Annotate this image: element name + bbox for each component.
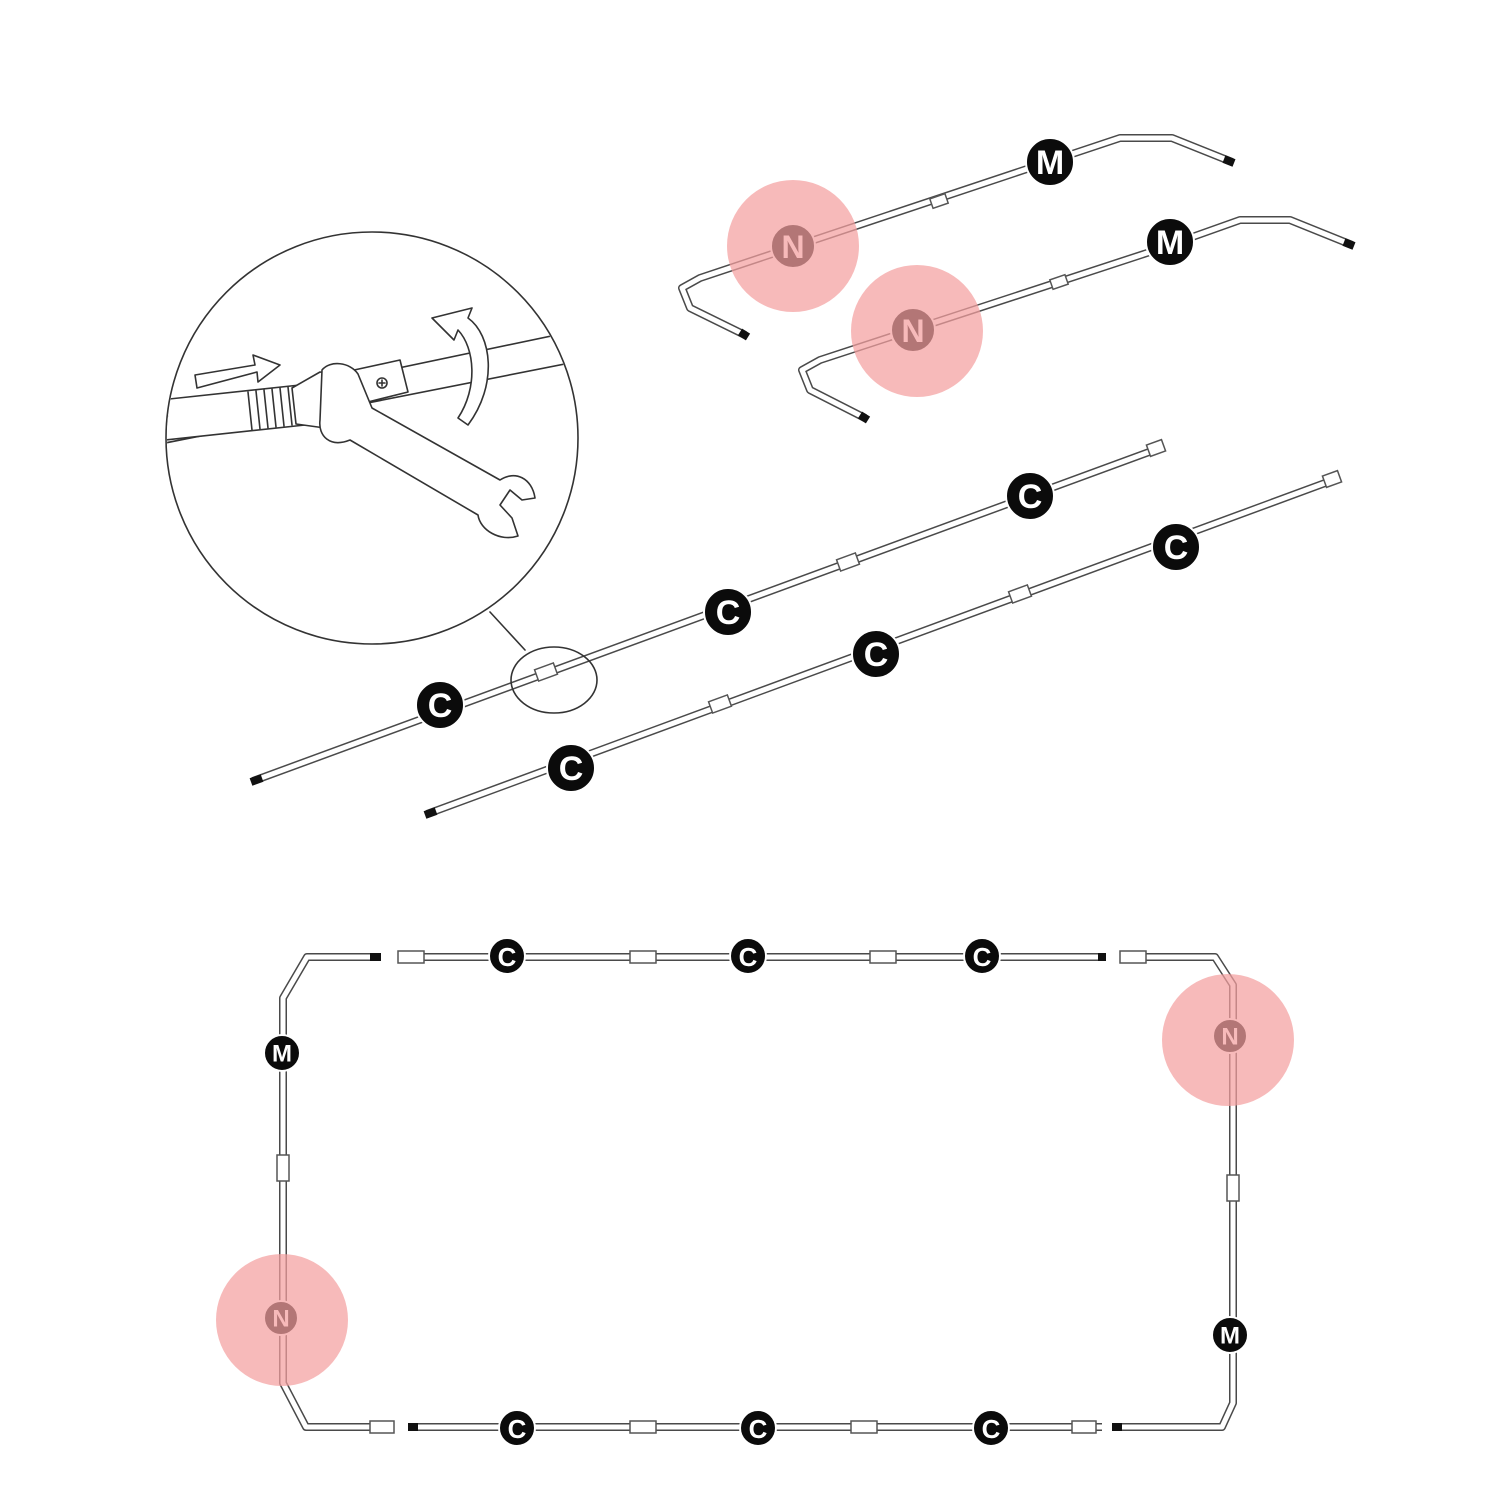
label-c-mid-3: C	[415, 680, 465, 730]
highlight-n-top-2	[851, 265, 983, 397]
label-c-mid-4: C	[1151, 522, 1201, 572]
svg-text:M: M	[1036, 144, 1064, 182]
label-m-top-2: M	[1145, 217, 1195, 267]
label-c-mid-2: C	[703, 587, 753, 637]
detail-callout	[165, 231, 579, 645]
assembled-frame	[276, 950, 1240, 1434]
svg-text:C: C	[749, 1414, 768, 1444]
svg-text:C: C	[1018, 478, 1043, 516]
svg-text:C: C	[739, 942, 758, 972]
highlight-n-frame-right	[1162, 974, 1294, 1106]
label-c-frame-top-1: C	[488, 937, 526, 975]
highlight-n-frame-left	[216, 1254, 348, 1386]
wrench-icon	[319, 362, 536, 539]
label-c-frame-bottom-1: C	[498, 1409, 536, 1447]
svg-text:C: C	[559, 750, 584, 788]
label-c-frame-bottom-2: C	[739, 1409, 777, 1447]
label-c-mid-5: C	[851, 629, 901, 679]
svg-text:C: C	[973, 942, 992, 972]
svg-text:C: C	[1164, 529, 1189, 567]
svg-text:M: M	[272, 1041, 292, 1068]
label-c-frame-bottom-3: C	[972, 1409, 1010, 1447]
svg-text:M: M	[1156, 224, 1184, 262]
svg-text:C: C	[428, 687, 453, 725]
label-c-frame-top-2: C	[729, 937, 767, 975]
svg-text:C: C	[498, 942, 517, 972]
arrow-right-icon	[194, 354, 281, 389]
label-c-mid-1: C	[1005, 471, 1055, 521]
bent-rod-2	[798, 216, 1356, 424]
label-c-frame-top-3: C	[963, 937, 1001, 975]
svg-text:C: C	[864, 636, 889, 674]
svg-text:C: C	[508, 1414, 527, 1444]
svg-text:M: M	[1220, 1323, 1240, 1350]
detail-marker	[510, 646, 598, 714]
label-c-mid-6: C	[546, 743, 596, 793]
bent-rod-1	[678, 134, 1236, 341]
label-m-frame-right: M	[1211, 1316, 1249, 1354]
svg-text:C: C	[982, 1414, 1001, 1444]
svg-text:C: C	[716, 594, 741, 632]
rotate-arrow-icon	[431, 307, 490, 426]
highlight-n-top-1	[727, 180, 859, 312]
label-m-top-1: M	[1025, 137, 1075, 187]
detail-leader	[489, 611, 526, 651]
label-m-frame-left: M	[263, 1034, 301, 1072]
